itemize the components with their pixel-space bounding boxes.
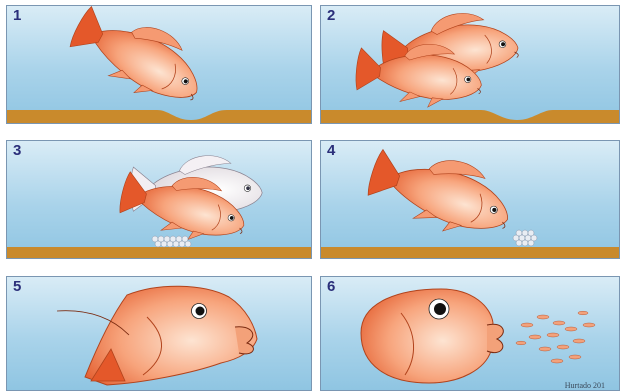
fish-head-closeup xyxy=(57,286,257,385)
panel-1-illustration xyxy=(7,6,311,123)
panel-2-illustration xyxy=(321,6,619,123)
fish-digging xyxy=(63,6,215,118)
panel-3: 3 xyxy=(6,140,312,259)
panel-number: 2 xyxy=(327,7,335,24)
panel-2: 2 xyxy=(320,5,620,124)
egg-cluster xyxy=(513,230,537,246)
egg-cluster xyxy=(152,236,191,247)
panel-6: 6 Hurtado 201 xyxy=(320,276,620,391)
panel-number: 3 xyxy=(13,142,21,159)
panel-number: 5 xyxy=(13,278,21,295)
panel-4: 4 xyxy=(320,140,620,259)
panel-number: 4 xyxy=(327,142,335,159)
panel-4-illustration xyxy=(321,141,619,258)
panel-number: 6 xyxy=(327,278,335,295)
panel-6-illustration xyxy=(321,277,619,390)
fish-collecting-eggs xyxy=(362,141,520,249)
panel-5-illustration xyxy=(7,277,311,390)
fry-swarm xyxy=(516,311,595,363)
artist-credit: Hurtado 201 xyxy=(565,381,605,390)
panel-number: 1 xyxy=(13,7,21,24)
panel-1: 1 xyxy=(6,5,312,124)
panel-3-illustration xyxy=(7,141,311,258)
panel-5: 5 xyxy=(6,276,312,391)
fish-head-releasing-fry xyxy=(361,289,503,383)
